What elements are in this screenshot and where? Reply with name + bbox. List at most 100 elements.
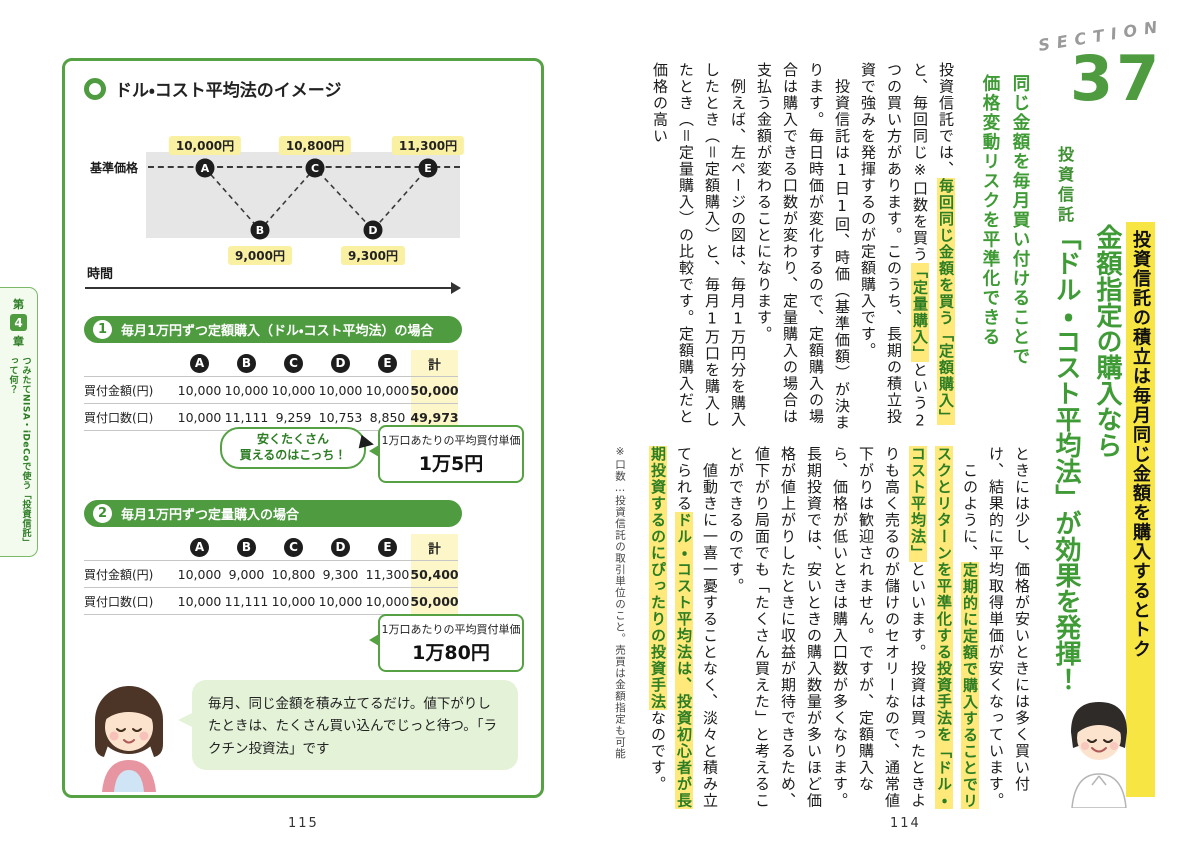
value-cell: 10,000: [177, 382, 222, 398]
column-letter-badge: E: [378, 353, 397, 373]
avg-price-box-1: 1万口あたりの平均買付単価 1万5円: [369, 425, 524, 483]
svg-text:E: E: [424, 162, 432, 175]
cheaper-callout-bubble: 安くたくさん 買えるのはこっち！: [220, 427, 366, 469]
footnote-vertical: ※口数…投資信託の取引単位のこと。売買は金額指定も可能: [614, 446, 626, 760]
table-header-cell: D: [317, 350, 364, 376]
text-segment: といいます。投資は買ったときよりも高く売るのが儲けのセオリーなので、通常値下がり…: [727, 446, 927, 809]
value-cell: 9,000: [228, 566, 265, 582]
value-cell: 10,000: [318, 382, 363, 398]
point-B: B: [250, 220, 270, 240]
column-letter-badge: C: [284, 537, 303, 557]
body-text-bottom-band: ときには少し、価格が安いときには多く買い付け、結果的に平均取得単価が安くなってい…: [645, 446, 1035, 812]
row-label: 買付金額(円): [84, 383, 154, 398]
avg-caption-2: 1万口あたりの平均買付単価: [381, 623, 521, 636]
point-D: D: [363, 220, 383, 240]
text-segment: 投資信託では、: [937, 62, 955, 178]
table-header-cell: E: [364, 350, 411, 376]
section2-header-bar: 2 毎月1万円ずつ定量購入の場合: [84, 500, 462, 527]
chapter-number-badge: 4: [10, 314, 27, 331]
svg-text:D: D: [368, 224, 377, 237]
chapter-side-tab: 第 4 章 つみたてNISA・iDeCoで使う「投資信託」って何？: [0, 287, 38, 557]
price-label-d: 9,300円: [341, 246, 405, 265]
point-A: A: [195, 158, 215, 178]
highlighted-phrase: 「定量購入」: [911, 263, 929, 362]
column-letter-badge: D: [331, 353, 350, 373]
svg-text:A: A: [201, 162, 210, 175]
value-cell: 10,000: [271, 382, 316, 398]
column-letter-badge: C: [284, 353, 303, 373]
row-label: 買付金額(円): [84, 567, 154, 582]
value-cell: 10,753: [318, 409, 363, 425]
table-header-cell: B: [223, 534, 270, 560]
title-line: 金額指定の購入なら: [1092, 224, 1122, 458]
table-header-cell: C: [270, 534, 317, 560]
value-cell: 11,300: [365, 566, 410, 582]
title-line: 同じ金額を毎月買い付けることで: [1010, 74, 1030, 367]
y-axis-label: 基準価格: [90, 161, 139, 175]
value-cell: 10,000: [177, 409, 222, 425]
chapter-prefix: 第: [13, 298, 24, 311]
table-header-cell: A: [176, 534, 223, 560]
value-cell: 9,300: [322, 566, 359, 582]
body-paragraph: このように、定期的に定額で購入することでリスクとリターンを平準化する投資手法を「…: [723, 446, 983, 812]
yellow-title-strip: [1126, 222, 1155, 797]
value-cell: 10,000: [224, 382, 269, 398]
base-price-dashed-line: [148, 166, 460, 168]
avg-box1-tail-icon: [369, 445, 379, 457]
total-column-header: 計: [411, 350, 458, 376]
body-paragraph: 例えば、左ページの図は、毎月1万円分を購入したとき（＝定額購入）と、毎月1万口を…: [647, 62, 751, 434]
price-label-c: 10,800円: [278, 136, 352, 155]
ring-bullet-icon: [84, 77, 106, 100]
section1-number-badge: 1: [93, 320, 112, 339]
section2-title: 毎月1万円ずつ定量購入の場合: [121, 508, 300, 523]
woman-illustration: [95, 686, 163, 792]
title-line: 「ドル・コスト平均法」が効果を発揮！: [1051, 224, 1081, 692]
value-cell: 9,259: [275, 409, 312, 425]
time-axis: [85, 287, 453, 289]
speech-bubble-tail-icon: [178, 712, 194, 728]
body-paragraph: 投資信託は1日1回、時価（基準価額）が決まります。毎日時価が変化するので、定額購…: [751, 62, 855, 434]
table-header-cell: C: [270, 350, 317, 376]
column-letter-badge: D: [331, 537, 350, 557]
lead-heading-vertical: 同じ金額を毎月買い付けることで価格変動リスクを平準化できる: [975, 74, 1035, 454]
price-label-b: 9,000円: [228, 246, 292, 265]
page-title-vertical: 金額指定の購入なら「ドル・コスト平均法」が効果を発揮！: [1045, 224, 1127, 851]
column-letter-badge: B: [237, 537, 256, 557]
diagram-heading: ドル・コスト平均法のイメージ: [84, 76, 341, 101]
text-segment: このように、: [961, 446, 979, 562]
row-label: 買付口数(口): [84, 594, 154, 609]
value-cell: 10,800: [271, 566, 316, 582]
avg-value-1: 1万5円: [418, 453, 484, 475]
section1-title: 毎月1万円ずつ定額購入（ドル・コスト平均法）の場合: [121, 324, 434, 339]
table-header-cell: D: [317, 534, 364, 560]
value-cell: 10,000: [271, 593, 316, 609]
value-cell: 10,000: [177, 566, 222, 582]
price-label-e: 11,300円: [391, 136, 465, 155]
table-header-cell: E: [364, 534, 411, 560]
diagram-heading-text: ドル・コスト平均法のイメージ: [115, 81, 342, 101]
page-number-left: 115: [288, 816, 319, 831]
time-axis-arrow-icon: [451, 282, 461, 294]
column-letter-badge: A: [190, 353, 209, 373]
category-label: 投資信託: [1055, 146, 1074, 226]
avg-caption-1: 1万口あたりの平均買付単価: [381, 434, 521, 447]
total-column-header: 計: [411, 534, 458, 560]
text-segment: 値動きに一喜一憂することなく、淡々と積み立てられる: [675, 446, 719, 809]
table-header-cell: B: [223, 350, 270, 376]
total-cell: 50,000: [410, 377, 459, 403]
avg-box2-tail-icon: [369, 634, 379, 646]
body-paragraph: 値動きに一喜一憂することなく、淡々と積み立てられるドル・コスト平均法は、投資初心…: [645, 446, 723, 812]
text-segment: 例えば、左ページの図は、毎月1万円分を購入したとき（＝定額購入）と、毎月1万口を…: [651, 62, 747, 428]
value-cell: 10,000: [365, 382, 410, 398]
svg-text:B: B: [256, 224, 264, 237]
title-line: 価格変動リスクを平準化できる: [980, 74, 1000, 347]
highlighted-phrase: 毎回同じ金額を買う「定額購入」: [937, 177, 955, 425]
